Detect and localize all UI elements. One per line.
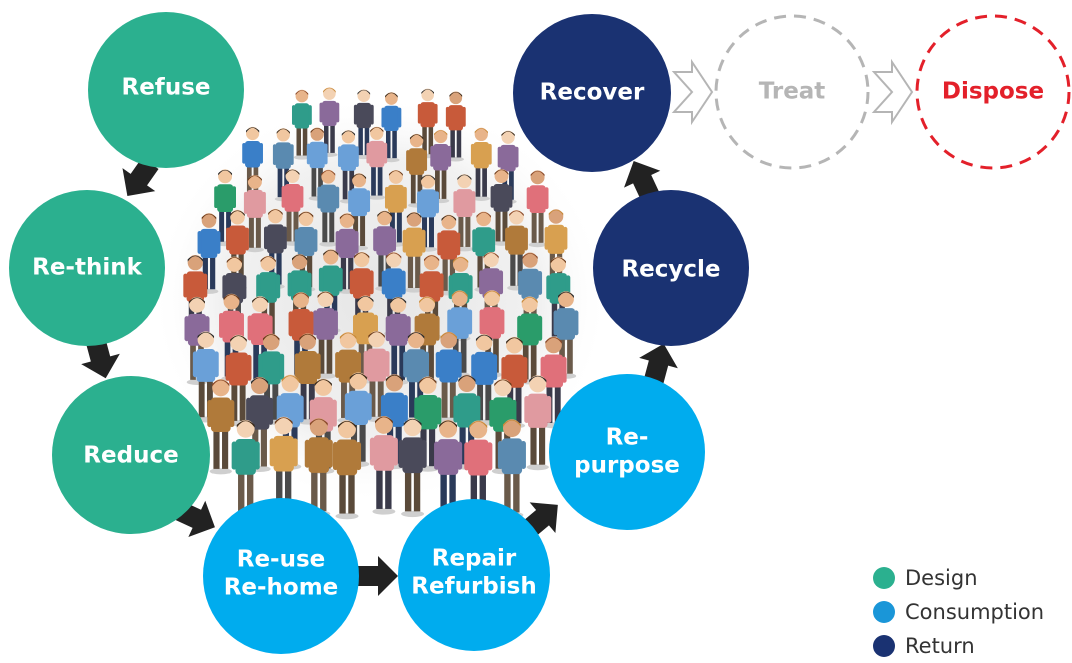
node-reduce: Reduce bbox=[52, 376, 210, 534]
legend-item-consumption: Consumption bbox=[873, 595, 1044, 629]
node-repurpose-line2: purpose bbox=[574, 453, 680, 479]
legend-dot-design bbox=[873, 567, 895, 589]
arrow-repurpose-to-recycle bbox=[639, 343, 678, 385]
crowd-person bbox=[385, 296, 411, 385]
crowd-person bbox=[231, 419, 260, 519]
legend-item-design: Design bbox=[873, 561, 1044, 595]
crowd-person bbox=[306, 127, 328, 201]
crowd-person bbox=[381, 92, 402, 163]
arrow-recycle-to-recover bbox=[624, 161, 661, 202]
node-dispose: Dispose bbox=[915, 14, 1071, 170]
node-recycle-label: Recycle bbox=[621, 257, 720, 283]
flow-arrows bbox=[81, 157, 678, 596]
crowd-person bbox=[369, 416, 398, 515]
node-rethink-label: Re-think bbox=[32, 255, 142, 281]
node-repurpose: Re- purpose bbox=[549, 374, 705, 530]
arrow-refuse-to-rethink bbox=[122, 157, 159, 197]
node-rethink: Re-think bbox=[9, 190, 165, 346]
crowd-person bbox=[490, 169, 513, 246]
node-treat: Treat bbox=[714, 14, 870, 170]
arrow-reuse-to-repair bbox=[358, 556, 398, 596]
node-dispose-label: Dispose bbox=[942, 79, 1044, 105]
crowd-person bbox=[207, 379, 235, 475]
crowd-person bbox=[470, 127, 492, 201]
node-reuse-line1: Re-use bbox=[237, 547, 326, 573]
legend-item-return: Return bbox=[873, 629, 1044, 663]
crowd-person bbox=[526, 170, 549, 248]
crowd-person bbox=[192, 331, 219, 423]
legend-label-design: Design bbox=[905, 566, 978, 590]
node-reuse: Re-use Re-home bbox=[203, 498, 359, 654]
crowd-person bbox=[447, 290, 473, 378]
node-recover: Recover bbox=[513, 14, 671, 172]
crowd-of-people-illustration bbox=[150, 87, 610, 520]
node-reuse-line2: Re-home bbox=[224, 575, 339, 601]
legend-label-consumption: Consumption bbox=[905, 600, 1045, 624]
legend: Design Consumption Return bbox=[873, 561, 1044, 663]
crowd-person bbox=[524, 375, 552, 471]
node-repair-line2: Refurbish bbox=[411, 574, 536, 600]
legend-dot-consumption bbox=[873, 601, 895, 623]
outline-arrow-to-dispose bbox=[871, 58, 914, 126]
crowd-person bbox=[363, 330, 390, 423]
crowd-person bbox=[332, 420, 362, 520]
crowd-person bbox=[243, 174, 266, 253]
crowd-person bbox=[317, 169, 340, 247]
outline-arrow-to-treat bbox=[671, 58, 714, 126]
legend-label-return: Return bbox=[905, 634, 975, 658]
node-treat-label: Treat bbox=[759, 79, 826, 105]
node-refuse: Refuse bbox=[88, 12, 244, 168]
crowd-person bbox=[291, 89, 312, 160]
crowd-person bbox=[197, 213, 221, 294]
crowd-person bbox=[437, 214, 461, 296]
crowd-person bbox=[434, 419, 463, 519]
legend-dot-return bbox=[873, 635, 895, 657]
node-reduce-label: Reduce bbox=[83, 443, 178, 469]
crowd-person bbox=[281, 169, 304, 246]
crowd-person bbox=[214, 169, 237, 247]
crowd-person bbox=[319, 87, 340, 157]
node-repair-line1: Repair bbox=[432, 546, 517, 572]
node-repurpose-line1: Re- bbox=[606, 425, 649, 451]
node-refuse-label: Refuse bbox=[122, 75, 211, 101]
crowd-person bbox=[366, 126, 388, 200]
crowd-person bbox=[497, 419, 526, 519]
node-repair: Repair Refurbish bbox=[398, 499, 550, 651]
crowd-person bbox=[402, 212, 426, 293]
crowd-person bbox=[445, 91, 466, 162]
arrow-rethink-to-reduce bbox=[81, 337, 120, 379]
node-recycle: Recycle bbox=[593, 190, 749, 346]
node-recover-label: Recover bbox=[540, 80, 645, 106]
crowd-person bbox=[272, 128, 294, 202]
crowd-person bbox=[505, 210, 528, 291]
crowd-person bbox=[398, 418, 427, 518]
